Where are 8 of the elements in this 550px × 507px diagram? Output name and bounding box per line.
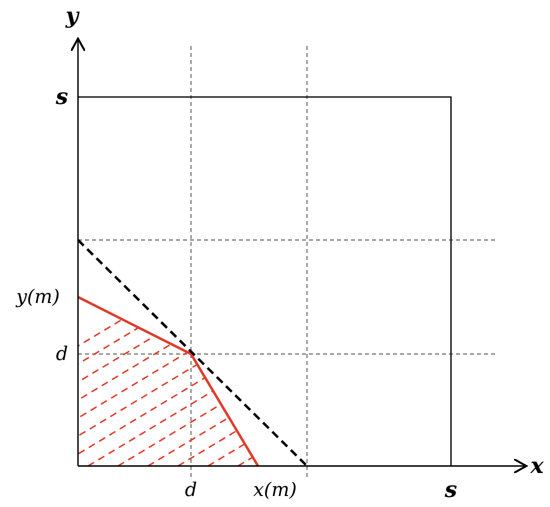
tick-label: d [56,343,68,365]
axis-label: x [530,453,544,479]
axis-label: y [66,3,78,29]
tick-label: x(m) [253,479,297,501]
tick-label: d [184,479,198,501]
tick-label: y(m) [16,286,60,308]
tick-label: s [56,84,68,110]
tick-label: s [444,477,458,503]
